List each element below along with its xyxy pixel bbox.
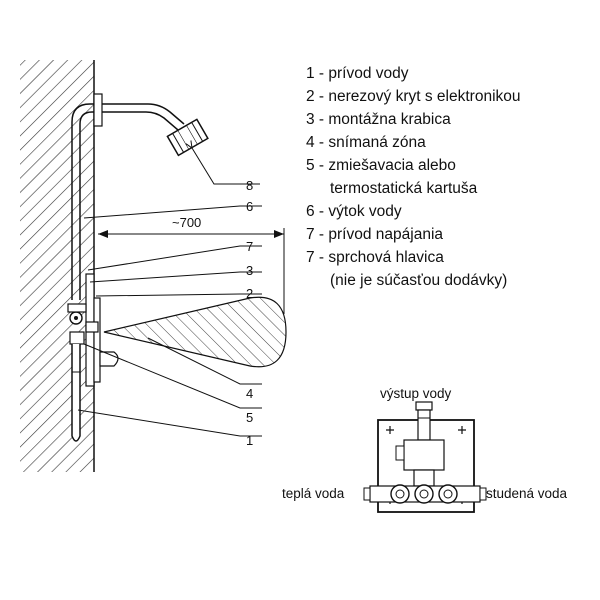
valve-group (67, 303, 119, 367)
lower-pipe (71, 344, 81, 442)
legend-line: 1 - prívod vody (306, 65, 409, 82)
supply-pipe (71, 103, 100, 300)
unit-label-right: studená voda (486, 486, 568, 501)
shower-arm (93, 93, 185, 131)
legend: 1 - prívod vody 2 - nerezový kryt s elek… (306, 65, 521, 289)
distance-label: ~700 (172, 215, 201, 230)
legend-line: 4 - snímaná zóna (306, 134, 426, 151)
unit-label-left: teplá voda (282, 486, 345, 501)
callout-8: 8 (246, 178, 253, 193)
mixing-unit (363, 401, 487, 513)
legend-line: 5 - zmiešavacia alebo (306, 157, 456, 174)
unit-label-top: výstup vody (380, 386, 452, 401)
callout-1: 1 (246, 433, 253, 448)
legend-line: 7 - sprchová hlavica (306, 249, 444, 266)
legend-line: 2 - nerezový kryt s elektronikou (306, 88, 521, 105)
callout-5: 5 (246, 410, 253, 425)
callout-4: 4 (246, 386, 253, 401)
callout-3: 3 (246, 263, 253, 278)
callout-7: 7 (246, 239, 253, 254)
legend-line: 6 - výtok vody (306, 203, 402, 220)
wall (20, 60, 95, 472)
callout-numbers: 8 6 7 3 2 4 5 1 (246, 178, 253, 448)
dimension-line (98, 228, 285, 314)
callout-2: 2 (246, 286, 253, 301)
legend-line: 3 - montážna krabica (306, 111, 451, 128)
callout-leaders (77, 148, 262, 437)
shower-head (166, 118, 209, 157)
sensing-zone (103, 296, 287, 368)
callout-6: 6 (246, 199, 253, 214)
legend-line: termostatická kartuša (330, 180, 478, 197)
legend-line: (nie je súčasťou dodávky) (330, 272, 507, 289)
legend-line: 7 - prívod napájania (306, 226, 443, 243)
